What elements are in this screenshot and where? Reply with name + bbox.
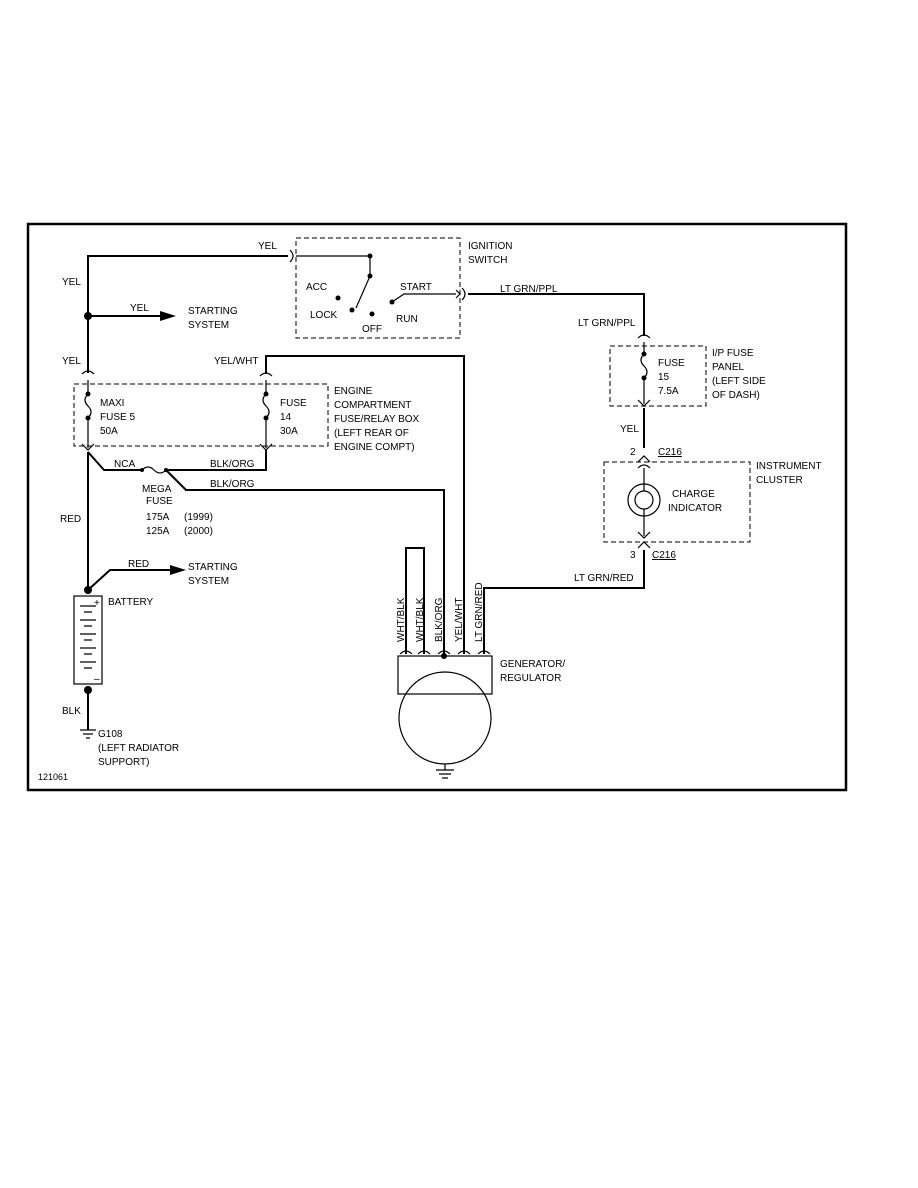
mega-rating-1: 175A (1999) — [146, 512, 213, 523]
lt-grn-red-label: LT GRN/RED — [574, 573, 634, 584]
off-label: OFF — [362, 324, 382, 335]
yel-right-label: YEL — [620, 424, 639, 435]
g108-label: G108 (LEFT RADIATOR SUPPORT) — [98, 729, 182, 768]
pin-2-label: 2 — [630, 447, 636, 458]
battery-minus: – — [94, 674, 100, 685]
fuse-14 — [259, 355, 465, 654]
lt-grn-red-wire — [483, 550, 645, 654]
lt-grn-red-vertical-label: LT GRN/RED — [474, 582, 485, 642]
blk-org-label-2: BLK/ORG — [210, 479, 255, 490]
blk-org-label-1: BLK/ORG — [210, 459, 255, 470]
diagram-frame — [26, 222, 848, 792]
maxi-fuse-5 — [81, 370, 95, 451]
ignition-switch-contacts — [289, 249, 466, 317]
generator-regulator — [397, 547, 493, 779]
blk-org-vertical-label: BLK/ORG — [434, 597, 445, 642]
blk-label: BLK — [62, 706, 81, 717]
red-arrow-label: RED — [128, 559, 149, 570]
yel-left-label: YEL — [62, 277, 81, 288]
fuse-15-label: FUSE 15 7.5A — [658, 358, 687, 397]
c216-top-label: C216 — [658, 447, 682, 458]
yel-wht-top-label: YEL/WHT — [214, 356, 258, 367]
nca-label: NCA — [114, 459, 135, 470]
wht-blk-label-1: WHT/BLK — [396, 597, 407, 642]
mega-fuse-label: MEGA FUSE — [142, 484, 174, 507]
ip-fuse-panel-label: I/P FUSE PANEL (LEFT SIDE OF DASH) — [712, 348, 769, 401]
acc-label: ACC — [306, 282, 327, 293]
lt-grn-ppl-label-1: LT GRN/PPL — [500, 284, 558, 295]
yel-arrow-label: YEL — [130, 303, 149, 314]
ignition-switch-label: IGNITION SWITCH — [468, 241, 515, 266]
lt-grn-ppl-wire — [468, 293, 645, 336]
instrument-cluster-label: INSTRUMENT CLUSTER — [756, 461, 824, 486]
mega-rating-2: 125A (2000) — [146, 526, 213, 537]
fuse-15 — [637, 334, 651, 448]
c216-bottom-label: C216 — [652, 550, 676, 561]
ignition-switch-box — [295, 237, 461, 339]
red-battery-wire — [84, 452, 186, 594]
figure-id: 121061 — [38, 772, 68, 782]
red-left-label: RED — [60, 514, 81, 525]
battery-symbol — [73, 595, 103, 739]
mega-fuse — [87, 450, 445, 656]
engine-fuse-box — [73, 383, 329, 447]
wht-blk-label-2: WHT/BLK — [415, 597, 426, 642]
fuse-14-label: FUSE 14 30A — [280, 398, 309, 437]
yel-top-label: YEL — [258, 241, 277, 252]
lock-label: LOCK — [310, 310, 338, 321]
charge-indicator-label: CHARGE INDICATOR — [668, 489, 722, 514]
starting-system-label-2: STARTING SYSTEM — [188, 562, 240, 587]
run-label: RUN — [396, 314, 418, 325]
charge-indicator-lamp — [627, 455, 661, 549]
lt-grn-ppl-label-2: LT GRN/PPL — [578, 318, 636, 329]
generator-label: GENERATOR/ REGULATOR — [500, 659, 568, 684]
start-label: START — [400, 282, 432, 293]
engine-box-label: ENGINE COMPARTMENT FUSE/RELAY BOX (LEFT … — [334, 386, 422, 453]
instrument-cluster-box — [603, 461, 751, 543]
yel-feed-wire — [84, 255, 288, 373]
yel-left2-label: YEL — [62, 356, 81, 367]
battery-plus: + — [94, 598, 100, 609]
starting-system-label-1: STARTING SYSTEM — [188, 306, 240, 331]
pin-3-label: 3 — [630, 550, 636, 561]
ip-fuse-panel-box — [609, 345, 707, 407]
maxi-fuse-label: MAXI FUSE 5 50A — [100, 398, 138, 437]
yel-wht-vertical-label: YEL/WHT — [454, 598, 465, 642]
battery-label: BATTERY — [108, 597, 154, 608]
